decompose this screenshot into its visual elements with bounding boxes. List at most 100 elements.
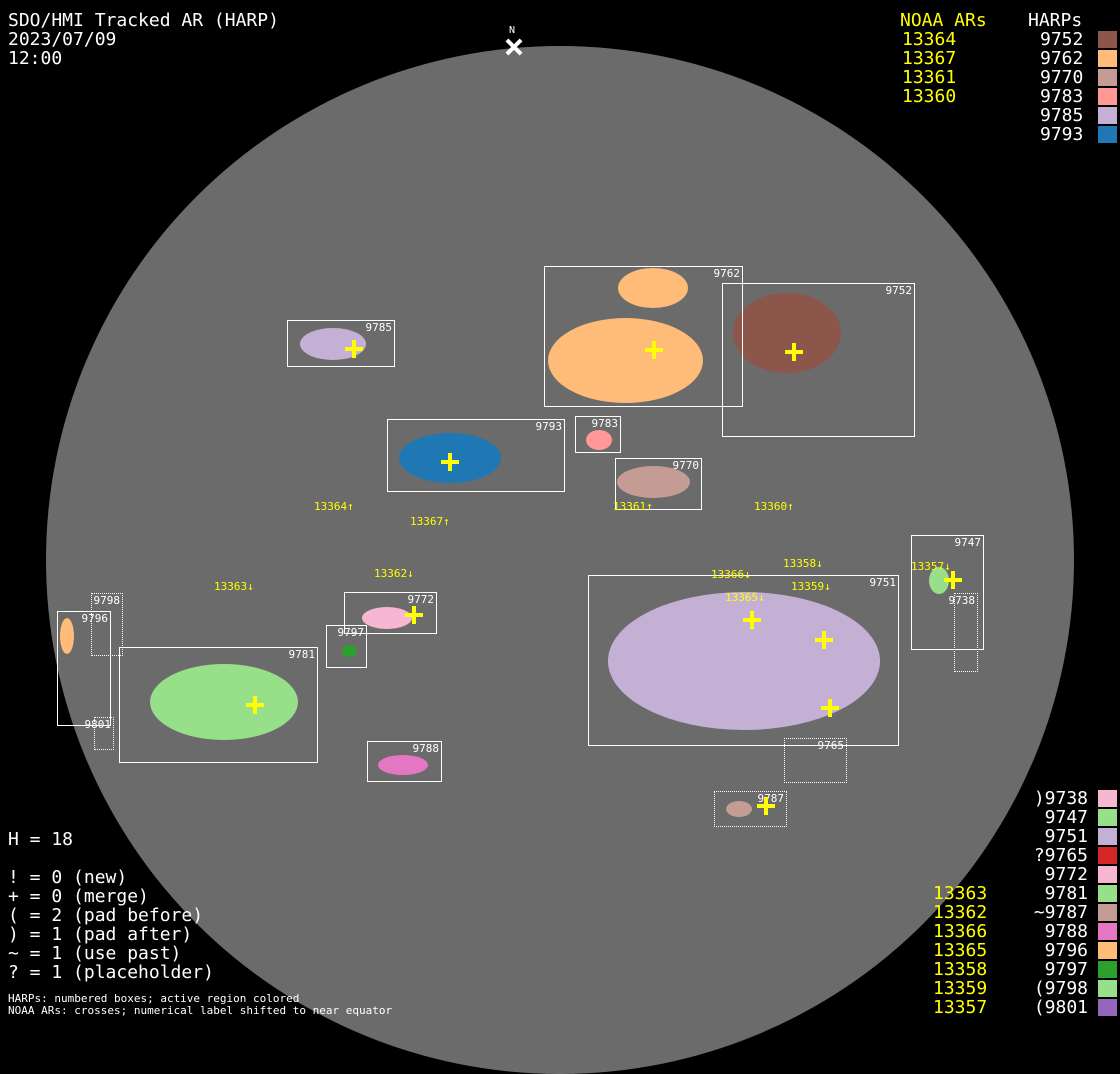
active-region bbox=[586, 430, 612, 450]
harp-box-label: 9781 bbox=[288, 648, 316, 661]
legend-harp: 9793 bbox=[1040, 124, 1084, 145]
legend-swatch bbox=[1098, 809, 1117, 826]
harp-box[interactable]: 9770 bbox=[615, 458, 702, 510]
legend-harp: 9752 bbox=[1040, 29, 1084, 50]
noaa-label: 13361↑ bbox=[613, 500, 653, 513]
legend-noaa: 13359 bbox=[933, 978, 988, 999]
harp-box[interactable]: 9801 bbox=[85, 717, 114, 750]
legend-swatch bbox=[1098, 88, 1117, 105]
noaa-cross-icon bbox=[743, 611, 761, 629]
harp-count: H = 18 bbox=[8, 829, 74, 850]
noaa-label: 13366↓ bbox=[711, 568, 751, 581]
noaa-cross-icon bbox=[785, 343, 803, 361]
harp-box[interactable]: 9751 bbox=[588, 575, 899, 746]
harp-box-label: 9770 bbox=[672, 459, 700, 472]
noaa-label: 13359↓ bbox=[791, 580, 831, 593]
legend-noaa: 13367 bbox=[902, 48, 957, 69]
legend-harp: 9762 bbox=[1040, 48, 1084, 69]
legend-harp: 9796 bbox=[1044, 940, 1088, 961]
legend-swatch bbox=[1098, 126, 1117, 143]
legend-harp: (9798 bbox=[1033, 978, 1088, 999]
legend-swatch bbox=[1098, 847, 1117, 864]
harp-box-label: 9796 bbox=[81, 612, 109, 625]
active-region bbox=[548, 318, 703, 403]
footnote-harps: HARPs: numbered boxes; active region col… bbox=[8, 992, 300, 1005]
harp-box[interactable]: 9785 bbox=[287, 320, 395, 367]
legend-swatch bbox=[1098, 69, 1117, 86]
active-region bbox=[362, 607, 412, 629]
legend-harp: 9772 bbox=[1044, 864, 1088, 885]
legend-swatch bbox=[1098, 961, 1117, 978]
harp-box[interactable]: 9783 bbox=[575, 416, 621, 453]
solar-disk bbox=[46, 46, 1074, 1074]
harp-box-label: 9751 bbox=[869, 576, 897, 589]
harp-box[interactable]: 9752 bbox=[722, 283, 915, 437]
active-region bbox=[733, 293, 841, 373]
active-region bbox=[60, 618, 74, 654]
legend-harp: 9781 bbox=[1044, 883, 1088, 904]
legend-harp: )9738 bbox=[1033, 788, 1088, 809]
harp-box[interactable]: 9798 bbox=[91, 593, 123, 656]
harp-box-label: 9793 bbox=[535, 420, 563, 433]
harp-box-label: 9762 bbox=[713, 267, 741, 280]
legend-swatch bbox=[1098, 866, 1117, 883]
legend-harp: 9783 bbox=[1040, 86, 1084, 107]
noaa-cross-icon bbox=[441, 453, 459, 471]
legend-swatch bbox=[1098, 904, 1117, 921]
legend-harp: (9801 bbox=[1033, 997, 1088, 1018]
noaa-cross-icon bbox=[944, 571, 962, 589]
legend-harp: 9785 bbox=[1040, 105, 1084, 126]
noaa-cross-icon bbox=[345, 340, 363, 358]
noaa-label: 13362↓ bbox=[374, 567, 414, 580]
legend-noaa: 13363 bbox=[933, 883, 988, 904]
harp-box[interactable]: 9793 bbox=[387, 419, 565, 492]
noaa-label: 13357↓ bbox=[911, 560, 951, 573]
harp-box-label: 9752 bbox=[885, 284, 913, 297]
legend-swatch bbox=[1098, 885, 1117, 902]
stat-line: ) = 1 (pad after) bbox=[8, 924, 193, 945]
noaa-cross-icon bbox=[815, 631, 833, 649]
noaa-cross-icon bbox=[821, 699, 839, 717]
legend-noaa: 13361 bbox=[902, 67, 957, 88]
noaa-cross-icon bbox=[405, 606, 423, 624]
noaa-label: 13367↑ bbox=[410, 515, 450, 528]
legend-noaa: 13360 bbox=[902, 86, 957, 107]
legend-noaa: 13358 bbox=[933, 959, 988, 980]
harp-box[interactable]: 9772 bbox=[344, 592, 437, 634]
active-region bbox=[378, 755, 428, 775]
footnote-noaa: NOAA ARs: crosses; numerical label shift… bbox=[8, 1004, 393, 1017]
harp-box-label: 9801 bbox=[84, 718, 112, 731]
harp-box-label: 9747 bbox=[954, 536, 982, 549]
harp-box-label: 9738 bbox=[948, 594, 976, 607]
north-marker-icon bbox=[506, 39, 522, 55]
harp-box[interactable]: 9738 bbox=[949, 593, 978, 672]
legend-noaa: 13366 bbox=[933, 921, 988, 942]
harp-box-label: 9798 bbox=[93, 594, 121, 607]
harp-box[interactable]: 9747 bbox=[911, 535, 984, 650]
stat-line: + = 0 (merge) bbox=[8, 886, 149, 907]
noaa-label: 13364↑ bbox=[314, 500, 354, 513]
harp-box[interactable]: 9797 bbox=[326, 625, 367, 668]
harp-box[interactable]: 9762 bbox=[544, 266, 743, 407]
harp-box[interactable]: 9781 bbox=[119, 647, 318, 763]
active-region bbox=[726, 801, 752, 817]
harp-box-label: 9783 bbox=[591, 417, 619, 430]
harp-box[interactable]: 9796 bbox=[57, 611, 111, 726]
legend-swatch bbox=[1098, 999, 1117, 1016]
legend-swatch bbox=[1098, 31, 1117, 48]
active-region bbox=[150, 664, 298, 740]
harp-box[interactable]: 9788 bbox=[367, 741, 442, 782]
harp-header: HARPs bbox=[1028, 10, 1083, 31]
harp-box[interactable]: 9765 bbox=[784, 738, 847, 783]
legend-swatch bbox=[1098, 50, 1117, 67]
harp-box[interactable]: 9787 bbox=[714, 791, 787, 827]
legend-swatch bbox=[1098, 980, 1117, 997]
noaa-label: 13365↓ bbox=[725, 591, 765, 604]
harp-box-label: 9772 bbox=[407, 593, 435, 606]
noaa-header: NOAA ARs bbox=[900, 10, 987, 31]
date: 2023/07/09 bbox=[8, 29, 117, 50]
active-region bbox=[618, 268, 688, 308]
noaa-label: 13360↑ bbox=[754, 500, 794, 513]
legend-harp: 9788 bbox=[1044, 921, 1088, 942]
active-region bbox=[929, 567, 949, 594]
